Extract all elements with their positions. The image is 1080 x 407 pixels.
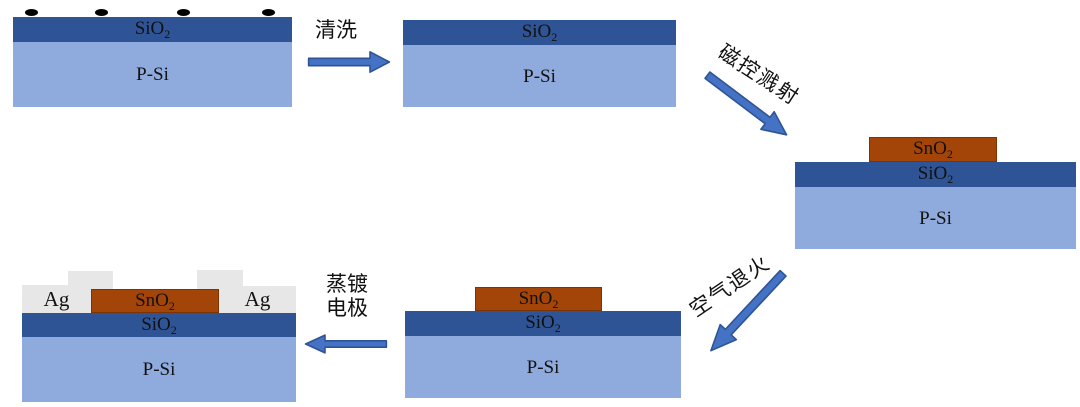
sno2-film: SnO2 — [475, 287, 602, 311]
sio2-label: SiO2 — [525, 312, 561, 335]
psi-substrate: P-Si — [405, 336, 681, 398]
ag-electrode-step-right — [197, 270, 243, 289]
sio2-layer: SiO2 — [13, 17, 292, 42]
ag-electrode-right: Ag — [219, 286, 296, 313]
psi-substrate: P-Si — [22, 337, 296, 402]
contamination-particle-icon — [262, 9, 275, 16]
psi-label: P-Si — [919, 207, 952, 229]
sio2-label: SiO2 — [141, 313, 177, 337]
contamination-particle-icon — [95, 9, 108, 16]
sno2-label: SnO2 — [913, 138, 953, 161]
psi-label: P-Si — [142, 359, 176, 380]
clean-step-label: 清洗 — [315, 17, 357, 42]
ag-electrode-step-left — [68, 271, 113, 289]
sio2-label: SiO2 — [917, 163, 954, 186]
evaporate-arrow-icon — [304, 334, 388, 355]
evaporate-step-line2: 电极 — [326, 296, 368, 320]
sno2-film: SnO2 — [91, 289, 219, 313]
psi-label: P-Si — [526, 356, 560, 378]
ag-label: Ag — [244, 287, 271, 311]
contamination-particle-icon — [177, 9, 190, 16]
sputter-arrow-icon — [698, 64, 796, 147]
sio2-layer: SiO2 — [22, 313, 296, 337]
sio2-layer: SiO2 — [795, 162, 1076, 187]
psi-substrate: P-Si — [795, 187, 1076, 249]
clean-arrow-icon — [307, 50, 391, 74]
sno2-label: SnO2 — [518, 287, 559, 311]
sno2-film: SnO2 — [869, 137, 997, 162]
psi-label: P-Si — [136, 64, 169, 85]
evaporate-step-line1: 蒸镀 — [326, 271, 368, 296]
ag-electrode-left: Ag — [22, 285, 91, 313]
anneal-arrow-icon — [700, 263, 794, 361]
contamination-particle-icon — [25, 9, 38, 16]
evaporate-step-label: 蒸镀 电极 — [326, 272, 368, 320]
sio2-label: SiO2 — [521, 21, 558, 44]
psi-substrate: P-Si — [403, 45, 676, 107]
sio2-layer: SiO2 — [405, 311, 681, 336]
sio2-label: SiO2 — [134, 18, 171, 41]
sno2-label: SnO2 — [135, 289, 175, 313]
ag-label: Ag — [43, 286, 70, 311]
psi-label: P-Si — [523, 65, 556, 87]
psi-substrate: P-Si — [13, 42, 292, 107]
sio2-layer: SiO2 — [403, 20, 676, 45]
